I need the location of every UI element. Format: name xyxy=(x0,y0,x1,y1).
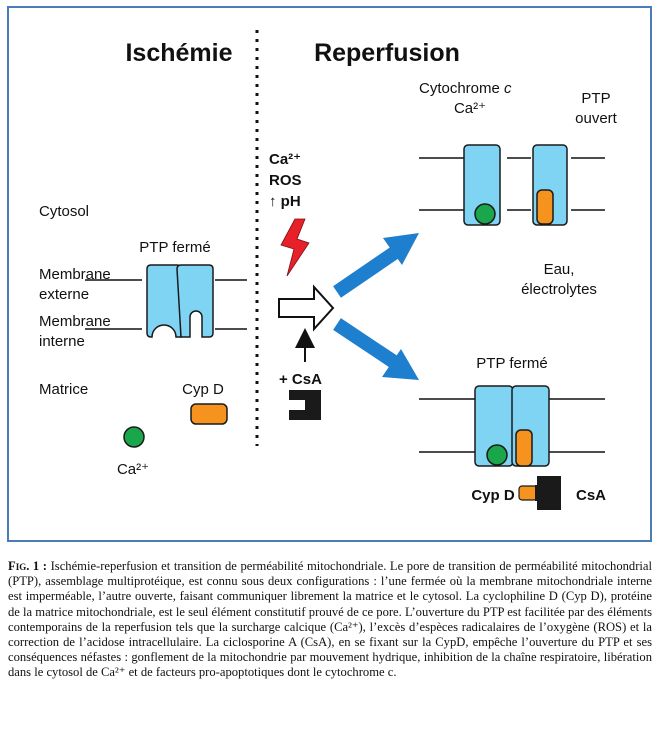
label-matrice: Matrice xyxy=(39,381,88,398)
ptp-open-top xyxy=(463,144,568,226)
figure-caption: Fig. 1 : Ischémie-reperfusion et transit… xyxy=(8,559,652,681)
ptp-closed-right xyxy=(474,385,550,467)
csa-left-icon xyxy=(289,390,321,420)
heading-reperfusion: Reperfusion xyxy=(314,39,460,67)
label-ptp-ferme-right: PTP fermé xyxy=(476,355,547,372)
calcium-left-icon xyxy=(123,426,145,448)
caption-text: Ischémie-reperfusion et transition de pe… xyxy=(8,559,652,680)
ptp-closed-left xyxy=(146,264,214,338)
trigger-ca: Ca²⁺ xyxy=(269,151,301,168)
label-ca-left: Ca²⁺ xyxy=(117,461,149,478)
figure-panel: Ischémie Reperfusion Cytosol PTP fermé M… xyxy=(7,6,652,542)
blue-arrow-down xyxy=(333,318,419,380)
label-eau: Eau, xyxy=(544,261,575,278)
label-ptp-ouvert-2: ouvert xyxy=(575,110,618,127)
blue-arrow-up xyxy=(333,233,419,298)
heading-ischemie: Ischémie xyxy=(125,39,232,67)
label-membrane-interne-2: interne xyxy=(39,333,85,350)
cypd-left-icon xyxy=(190,403,228,425)
figure-frame xyxy=(7,6,652,542)
csa-right-icon xyxy=(535,476,561,510)
label-cytochrome-c: Cytochrome c xyxy=(419,80,512,97)
label-csa-plus: + CsA xyxy=(279,371,322,388)
label-cytosol: Cytosol xyxy=(39,203,89,220)
label-electrolytes: électrolytes xyxy=(521,281,597,298)
lightning-icon xyxy=(280,218,310,277)
caption-label: Fig. 1 : xyxy=(8,559,47,573)
label-membrane-externe-2: externe xyxy=(39,286,89,303)
label-cyp-d-left: Cyp D xyxy=(182,381,224,398)
label-cyp-d-right: Cyp D xyxy=(471,487,515,504)
label-membrane-externe-1: Membrane xyxy=(39,266,111,283)
label-membrane-interne-1: Membrane xyxy=(39,313,111,330)
trigger-ph: ↑ pH xyxy=(269,193,301,210)
label-ca-top: Ca²⁺ xyxy=(454,100,486,117)
cypd-right-icon xyxy=(518,485,538,501)
trigger-ros: ROS xyxy=(269,172,302,189)
label-csa-right: CsA xyxy=(576,487,606,504)
hollow-arrow-icon xyxy=(278,284,335,332)
label-ptp-ferme-left: PTP fermé xyxy=(139,239,210,256)
label-ptp-ouvert-1: PTP xyxy=(581,90,610,107)
